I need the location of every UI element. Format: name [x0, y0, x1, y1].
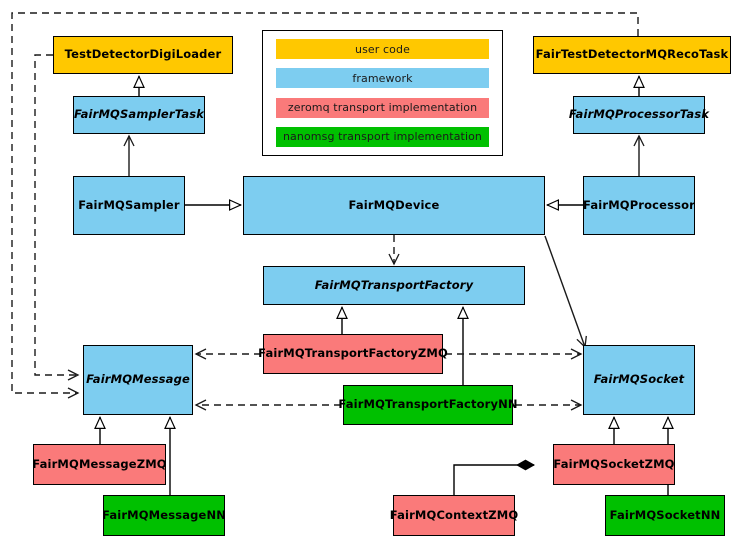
- class-box-fair-mq-message[interactable]: FairMQMessage: [83, 345, 193, 415]
- legend-label: framework: [352, 71, 413, 85]
- class-box-fair-mq-transport-factory-zmq[interactable]: FairMQTransportFactoryZMQ: [258, 334, 448, 374]
- class-label: FairTestDetectorMQRecoTask: [535, 47, 729, 62]
- class-label: FairMQSocketNN: [609, 507, 721, 522]
- legend-label: zeromq transport implementation: [287, 101, 478, 115]
- class-box-fair-mq-transport-factory-nn[interactable]: FairMQTransportFactoryNN: [338, 385, 518, 425]
- edge-digiloader-to-message: [34, 54, 80, 381]
- class-label: FairMQProcessor: [583, 197, 695, 212]
- class-box-fair-test-detector-mq-reco-task[interactable]: FairTestDetectorMQRecoTask: [533, 36, 731, 74]
- class-label: FairMQTransportFactory: [314, 277, 474, 292]
- class-box-fair-mq-socket-nn[interactable]: FairMQSocketNN: [605, 495, 725, 536]
- class-box-fair-mq-device[interactable]: FairMQDevice: [243, 176, 545, 235]
- legend-label: nanomsg transport implementation: [282, 130, 483, 144]
- legend-item-nanomsg: nanomsg transport implementation: [276, 126, 489, 147]
- class-label: FairMQMessage: [86, 372, 190, 387]
- class-label: FairMQTransportFactoryNN: [338, 397, 518, 412]
- class-label: FairMQSamplerTask: [73, 107, 205, 122]
- color-legend: user code framework zeromq transport imp…: [262, 30, 503, 156]
- class-box-fair-mq-message-nn[interactable]: FairMQMessageNN: [102, 495, 226, 536]
- class-label: FairMQMessageZMQ: [32, 456, 167, 471]
- legend-item-framework: framework: [276, 68, 489, 89]
- class-label: FairMQSocketZMQ: [553, 456, 675, 471]
- class-box-fair-mq-processor-task[interactable]: FairMQProcessorTask: [569, 96, 709, 134]
- edge-device-to-socket: [544, 235, 587, 349]
- class-box-fair-mq-sampler[interactable]: FairMQSampler: [73, 176, 185, 235]
- class-label: FairMQTransportFactoryZMQ: [258, 346, 448, 361]
- class-box-fair-mq-message-zmq[interactable]: FairMQMessageZMQ: [32, 444, 167, 485]
- legend-item-user-code: user code: [276, 39, 489, 59]
- class-box-fair-mq-sampler-task[interactable]: FairMQSamplerTask: [73, 96, 205, 134]
- class-label: FairMQDevice: [348, 197, 440, 212]
- class-box-fair-mq-socket-zmq[interactable]: FairMQSocketZMQ: [553, 444, 675, 485]
- legend-label: user code: [355, 42, 410, 56]
- class-box-fair-mq-processor[interactable]: FairMQProcessor: [583, 176, 695, 235]
- class-box-fair-mq-socket[interactable]: FairMQSocket: [583, 345, 695, 415]
- class-label: FairMQSampler: [78, 197, 180, 212]
- class-box-fair-mq-context-zmq[interactable]: FairMQContextZMQ: [389, 495, 519, 536]
- legend-item-zeromq: zeromq transport implementation: [276, 97, 489, 118]
- class-box-fair-mq-transport-factory[interactable]: FairMQTransportFactory: [263, 266, 525, 305]
- class-label: FairMQMessageNN: [102, 507, 226, 522]
- class-label: FairMQSocket: [593, 372, 685, 387]
- class-box-test-detector-digi-loader[interactable]: TestDetectorDigiLoader: [53, 36, 233, 74]
- class-label: FairMQContextZMQ: [389, 507, 519, 522]
- class-label: FairMQProcessorTask: [568, 107, 710, 122]
- class-label: TestDetectorDigiLoader: [64, 47, 222, 62]
- edge-contextzmq-composed-in-socketzmq: [453, 465, 534, 495]
